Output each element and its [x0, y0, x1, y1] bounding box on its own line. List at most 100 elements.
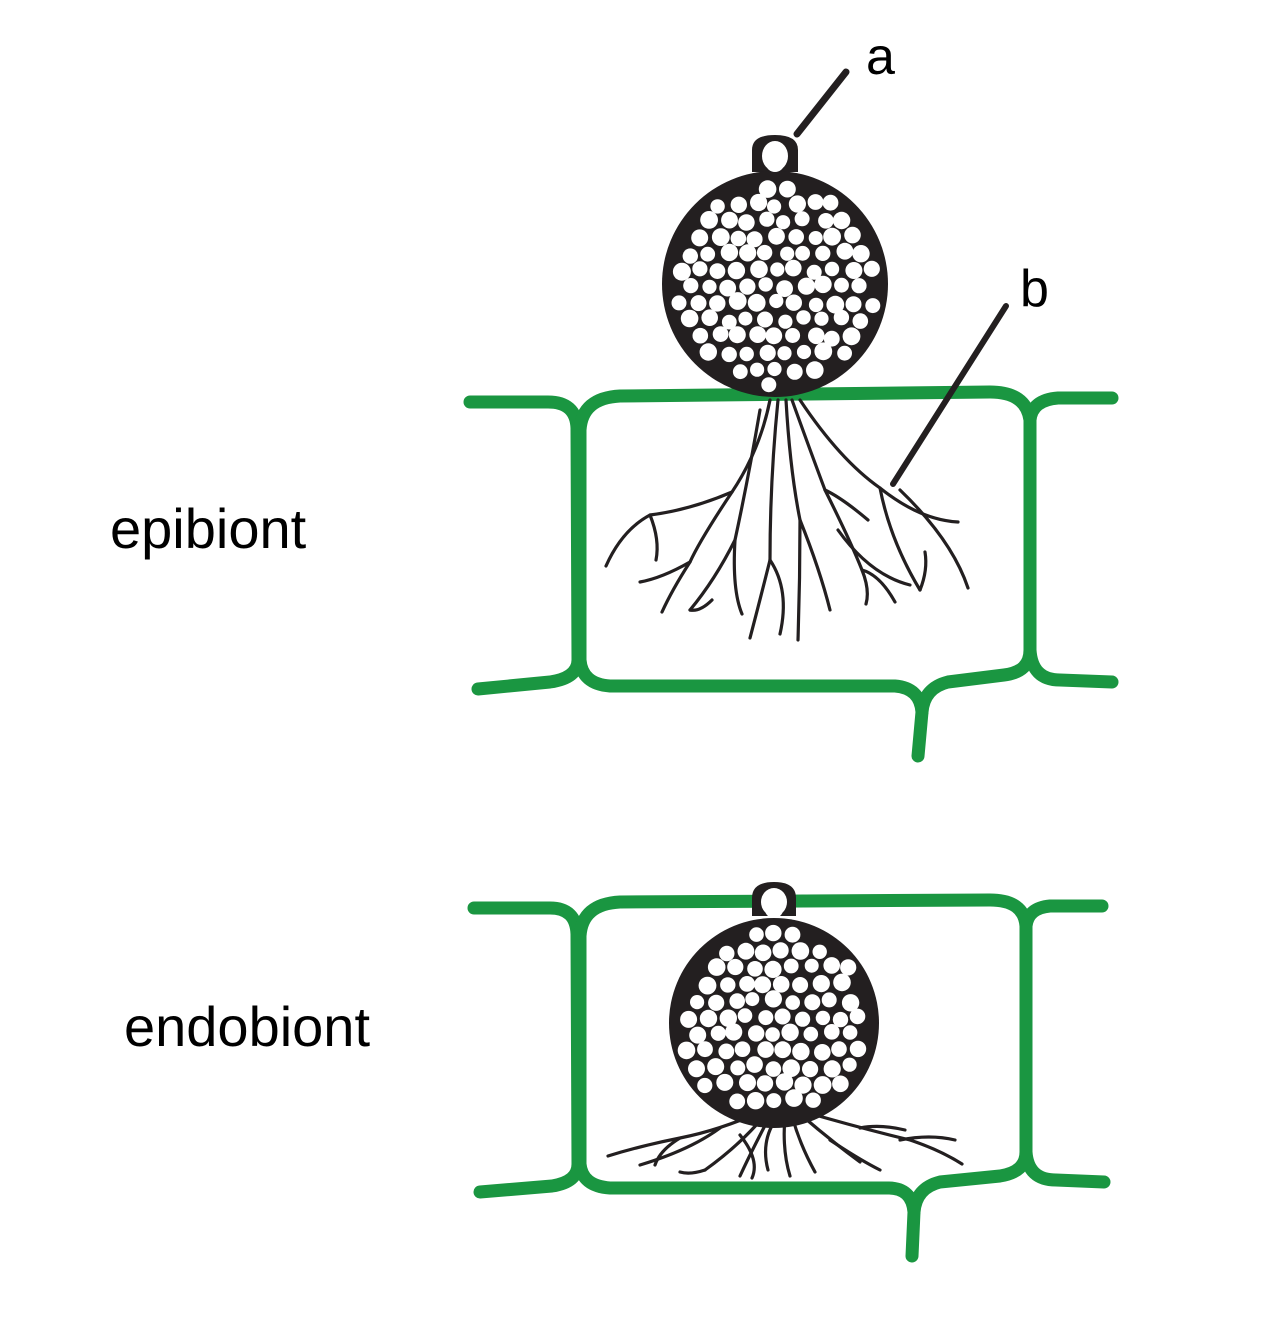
epibiont-left-cell-top — [463, 395, 584, 435]
zoospore — [794, 211, 810, 227]
zoospore — [772, 976, 790, 993]
zoospore — [688, 1060, 705, 1078]
zoospore — [865, 298, 881, 314]
zoospore — [702, 279, 717, 294]
zoospore — [808, 231, 823, 245]
zoospore — [756, 1075, 774, 1092]
zoospore — [700, 246, 716, 262]
zoospore — [796, 310, 811, 325]
zoospore — [758, 1010, 774, 1026]
zoospore — [821, 992, 837, 1008]
zoospore — [823, 330, 840, 347]
zoospore — [765, 1061, 782, 1077]
zoospore — [823, 227, 841, 246]
zoospore — [757, 311, 773, 328]
zoospore — [806, 264, 822, 280]
label-epibiont: epibiont — [110, 497, 307, 560]
endobiont-right-cell-top — [1019, 899, 1109, 933]
zoospore — [849, 1008, 866, 1025]
zoospore — [851, 278, 867, 294]
zoospore — [772, 942, 789, 959]
zoospore — [768, 227, 785, 245]
zoospore — [832, 1011, 849, 1028]
zoospore — [737, 942, 755, 960]
endobiont-sporangium — [669, 882, 879, 1128]
leader-line-a — [793, 68, 850, 138]
zoospore — [795, 1011, 811, 1027]
zoospore — [697, 1077, 713, 1094]
zoospore — [812, 975, 830, 993]
zoospore — [815, 1010, 831, 1026]
zoospore — [710, 1025, 726, 1041]
zoospore — [749, 326, 767, 343]
zoospore — [739, 976, 755, 992]
zoospore — [823, 1060, 841, 1078]
zoospore — [719, 279, 737, 297]
zoospore — [739, 244, 757, 262]
zoospore — [699, 343, 717, 361]
zoospore — [707, 958, 726, 976]
zoospore — [709, 295, 726, 312]
zoospore — [725, 1023, 743, 1041]
zoospore — [814, 275, 832, 294]
zoospore — [750, 193, 768, 212]
epibiont-cell-walls — [463, 385, 1119, 763]
zoospore — [783, 958, 799, 974]
zoospore — [814, 311, 829, 326]
zoospore — [785, 1089, 803, 1107]
zoospore — [796, 344, 812, 360]
zoospore — [842, 1057, 857, 1072]
zoospore — [707, 1058, 725, 1076]
endobiont-host-cell-outline — [573, 893, 1033, 1219]
zoospore — [690, 295, 707, 312]
zoospore — [807, 194, 824, 210]
zoospore — [730, 196, 747, 213]
zoospore — [721, 314, 737, 330]
zoospore — [677, 1041, 696, 1060]
zoospore — [690, 995, 705, 1010]
zoospore — [852, 313, 869, 329]
label-b: b — [1020, 260, 1049, 318]
zoospore — [812, 944, 827, 959]
zoospore — [776, 215, 791, 230]
zoospore — [770, 262, 785, 277]
zoospore — [698, 976, 717, 995]
zoospore — [739, 278, 756, 295]
zoospore — [788, 195, 807, 213]
zoospore — [841, 994, 860, 1012]
zoospore — [781, 1023, 799, 1041]
zoospore — [765, 327, 783, 345]
zoospore — [840, 959, 857, 976]
zoospore — [747, 293, 766, 312]
zoospore — [709, 263, 726, 279]
zoospore — [833, 309, 850, 326]
zoospore — [708, 994, 725, 1011]
zoospore — [845, 296, 862, 313]
zoospore — [842, 327, 861, 346]
zoospore — [785, 259, 802, 277]
endobiont-lower-wall-stub — [905, 1205, 921, 1263]
zoospore — [795, 245, 810, 261]
zoospore — [759, 211, 775, 227]
zoospore — [727, 261, 746, 280]
zoospore — [729, 993, 745, 1009]
zoospore — [849, 1040, 867, 1058]
zoospore — [719, 945, 735, 962]
zoospore — [697, 1041, 713, 1058]
zoospore — [730, 230, 747, 247]
zoospore — [758, 180, 777, 198]
zoospore — [844, 226, 861, 244]
zoospore — [739, 346, 754, 362]
zoospore — [815, 245, 831, 261]
zoospore — [785, 328, 801, 343]
zoospore — [778, 314, 793, 329]
zoospore — [680, 309, 699, 328]
zoospore — [721, 346, 737, 363]
zoospore — [808, 297, 824, 313]
zoospore — [727, 958, 744, 976]
zoospore — [700, 211, 718, 229]
zoospore — [749, 927, 764, 942]
zoospore — [734, 1041, 751, 1057]
epibiont-zoospores — [671, 180, 881, 393]
label-endobiont: endobiont — [124, 995, 370, 1058]
